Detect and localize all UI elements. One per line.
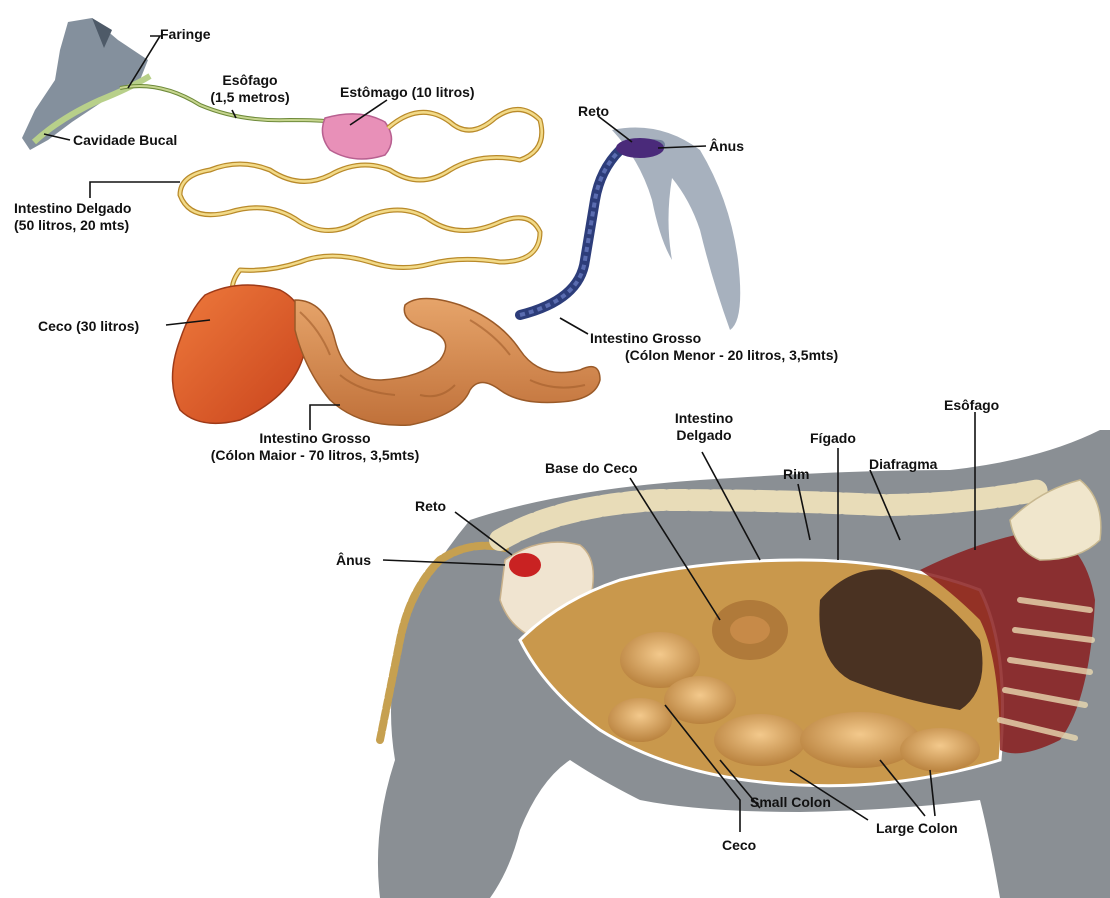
- label-reto-upper: Reto: [578, 103, 609, 120]
- label-intestino-delgado-lower-line2: Delgado: [668, 427, 740, 444]
- label-esofago-lower: Esôfago: [944, 397, 999, 414]
- large-colon-shape: [295, 299, 600, 426]
- label-intestino-delgado: Intestino Delgado (50 litros, 20 mts): [14, 200, 131, 234]
- rectum-shape: [616, 138, 664, 158]
- label-intestino-delgado-lower-line1: Intestino: [668, 410, 740, 427]
- label-intestino-grosso-maior-line2: (Cólon Maior - 70 litros, 3,5mts): [170, 447, 460, 464]
- label-figado: Fígado: [810, 430, 856, 447]
- label-intestino-grosso-menor-line1: Intestino Grosso: [590, 330, 838, 347]
- label-intestino-grosso-menor: Intestino Grosso (Cólon Menor - 20 litro…: [590, 330, 838, 364]
- label-intestino-grosso-maior-line1: Intestino Grosso: [170, 430, 460, 447]
- horse-tail-silhouette: [612, 128, 740, 331]
- label-anus-lower: Ânus: [336, 552, 371, 569]
- label-intestino-grosso-maior: Intestino Grosso (Cólon Maior - 70 litro…: [170, 430, 460, 464]
- label-small-colon: Small Colon: [750, 794, 831, 811]
- label-cavidade-bucal: Cavidade Bucal: [73, 132, 177, 149]
- cecum-shape: [173, 285, 306, 423]
- label-base-do-ceco: Base do Ceco: [545, 460, 638, 477]
- label-large-colon: Large Colon: [876, 820, 958, 837]
- label-esofago-line1: Esôfago: [200, 72, 300, 89]
- label-intestino-delgado-lower: Intestino Delgado: [668, 410, 740, 444]
- label-intestino-grosso-menor-line2: (Cólon Menor - 20 litros, 3,5mts): [590, 347, 838, 364]
- label-reto-lower: Reto: [415, 498, 446, 515]
- label-rim: Rim: [783, 466, 809, 483]
- label-intestino-delgado-line1: Intestino Delgado: [14, 200, 131, 217]
- label-esofago-line2: (1,5 metros): [200, 89, 300, 106]
- label-estomago: Estômago (10 litros): [340, 84, 475, 101]
- label-ceco-lower: Ceco: [722, 837, 756, 854]
- label-ceco-upper: Ceco (30 litros): [38, 318, 139, 335]
- label-diafragma: Diafragma: [869, 456, 937, 473]
- label-faringe: Faringe: [160, 26, 211, 43]
- label-intestino-delgado-line2: (50 litros, 20 mts): [14, 217, 131, 234]
- label-anus-upper: Ânus: [709, 138, 744, 155]
- rectum-lower: [509, 553, 541, 577]
- label-esofago: Esôfago (1,5 metros): [200, 72, 300, 106]
